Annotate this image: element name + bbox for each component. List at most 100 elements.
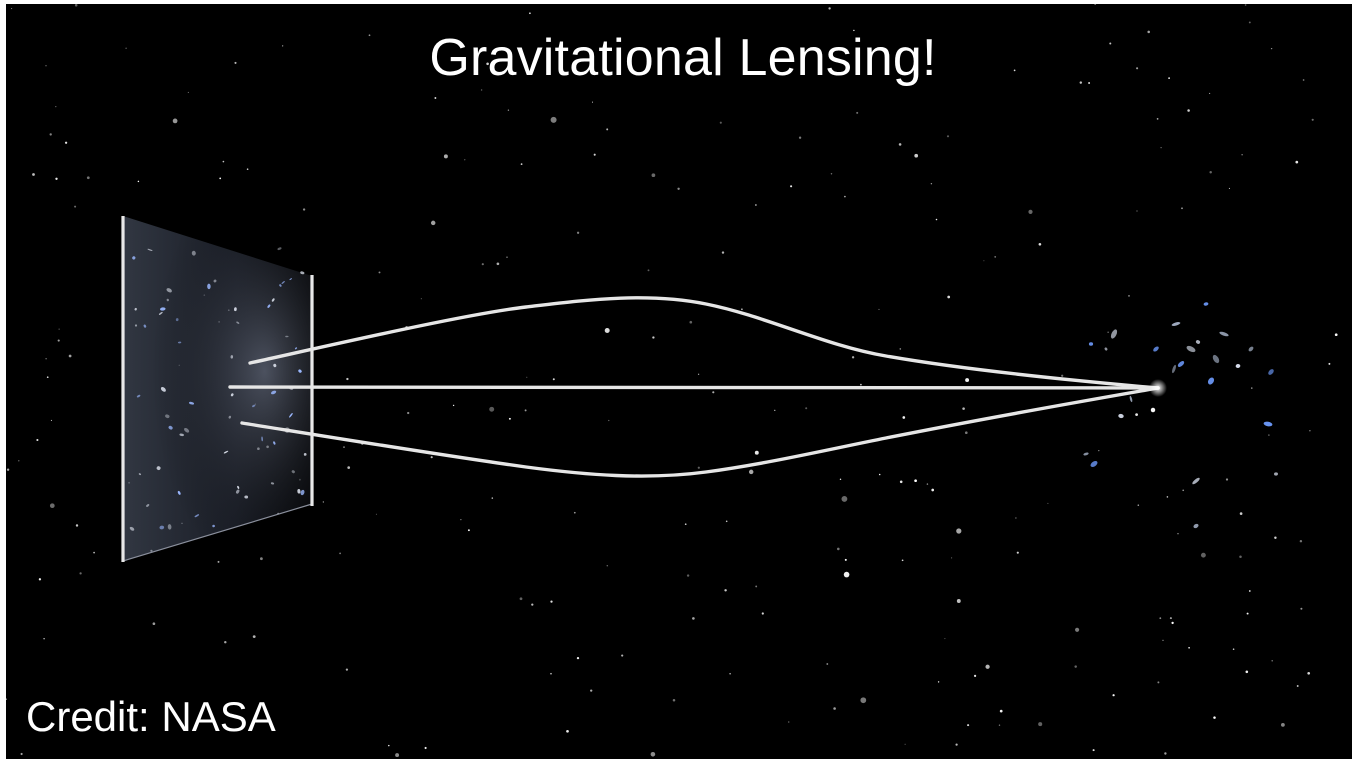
star	[965, 378, 970, 383]
star	[302, 208, 306, 211]
star	[1156, 118, 1159, 120]
star	[1244, 4, 1247, 6]
star	[6, 698, 7, 700]
star	[1213, 716, 1216, 719]
star	[754, 450, 759, 455]
image-plane	[121, 216, 314, 562]
distant-galaxy	[281, 281, 285, 284]
star	[36, 438, 39, 442]
star	[964, 431, 968, 435]
source-galaxy	[1083, 452, 1089, 456]
star	[1200, 552, 1206, 558]
star	[725, 520, 728, 523]
star	[86, 176, 90, 180]
distant-galaxy	[194, 514, 200, 518]
star	[1016, 551, 1019, 554]
star	[49, 133, 52, 136]
star	[878, 473, 881, 476]
star	[1295, 160, 1299, 164]
distant-galaxy	[294, 347, 298, 350]
star	[1328, 362, 1331, 365]
star	[1160, 146, 1162, 149]
star	[1182, 489, 1185, 492]
star	[946, 135, 950, 138]
star	[1248, 21, 1251, 24]
star	[576, 231, 580, 234]
star	[343, 446, 345, 448]
star	[282, 45, 284, 47]
star	[496, 262, 500, 266]
star	[1038, 722, 1043, 727]
source-galaxy	[1177, 361, 1185, 367]
star	[1168, 77, 1170, 79]
star	[947, 295, 951, 299]
star	[606, 565, 609, 567]
star	[895, 63, 899, 67]
star	[43, 637, 45, 640]
star	[951, 557, 953, 559]
star	[531, 603, 534, 606]
star	[1239, 512, 1243, 515]
distant-galaxy	[175, 318, 179, 322]
star	[1015, 517, 1017, 519]
star	[998, 724, 1001, 726]
star	[837, 547, 840, 551]
star	[851, 356, 855, 359]
star	[506, 256, 508, 258]
distant-galaxy	[138, 473, 142, 476]
star	[1281, 723, 1285, 727]
star	[826, 663, 829, 665]
star	[1334, 333, 1338, 337]
source-galaxy	[1193, 523, 1199, 529]
star	[689, 320, 693, 324]
star	[697, 466, 700, 469]
distant-galaxy	[143, 324, 147, 328]
star	[1299, 539, 1303, 543]
star	[591, 101, 594, 103]
star	[604, 328, 610, 333]
distant-galaxy	[236, 489, 240, 494]
star	[64, 141, 68, 144]
star	[841, 495, 848, 502]
star	[830, 173, 833, 175]
star	[576, 656, 580, 660]
star	[878, 308, 880, 310]
star	[651, 173, 656, 178]
star	[684, 523, 687, 526]
star	[57, 339, 60, 342]
star	[647, 269, 650, 272]
star	[1136, 67, 1139, 70]
star	[1296, 685, 1299, 687]
star	[430, 456, 433, 459]
star	[839, 478, 842, 481]
distant-galaxy	[213, 279, 217, 283]
star	[79, 572, 82, 575]
distant-galaxy	[177, 341, 182, 344]
distant-galaxy	[289, 413, 293, 418]
star	[914, 153, 919, 158]
distant-galaxy	[270, 482, 275, 485]
star	[697, 373, 700, 375]
distant-galaxy	[297, 488, 301, 494]
source-galaxy	[1104, 347, 1108, 351]
star	[480, 89, 483, 91]
light-paths	[228, 296, 1167, 478]
starfield	[6, 4, 1338, 758]
star	[729, 673, 731, 675]
star	[526, 376, 528, 378]
star	[719, 121, 722, 124]
star	[955, 743, 958, 746]
source-galaxy	[1090, 461, 1098, 467]
star	[902, 416, 906, 419]
star	[1209, 92, 1211, 94]
star	[481, 263, 484, 266]
star	[805, 407, 808, 410]
star	[32, 173, 35, 176]
source-galaxy	[1219, 331, 1229, 337]
star	[1137, 504, 1140, 506]
lensed-galaxy-source	[1083, 302, 1278, 529]
star	[944, 638, 946, 640]
star	[1246, 612, 1249, 615]
star	[75, 524, 79, 527]
star	[559, 63, 562, 65]
